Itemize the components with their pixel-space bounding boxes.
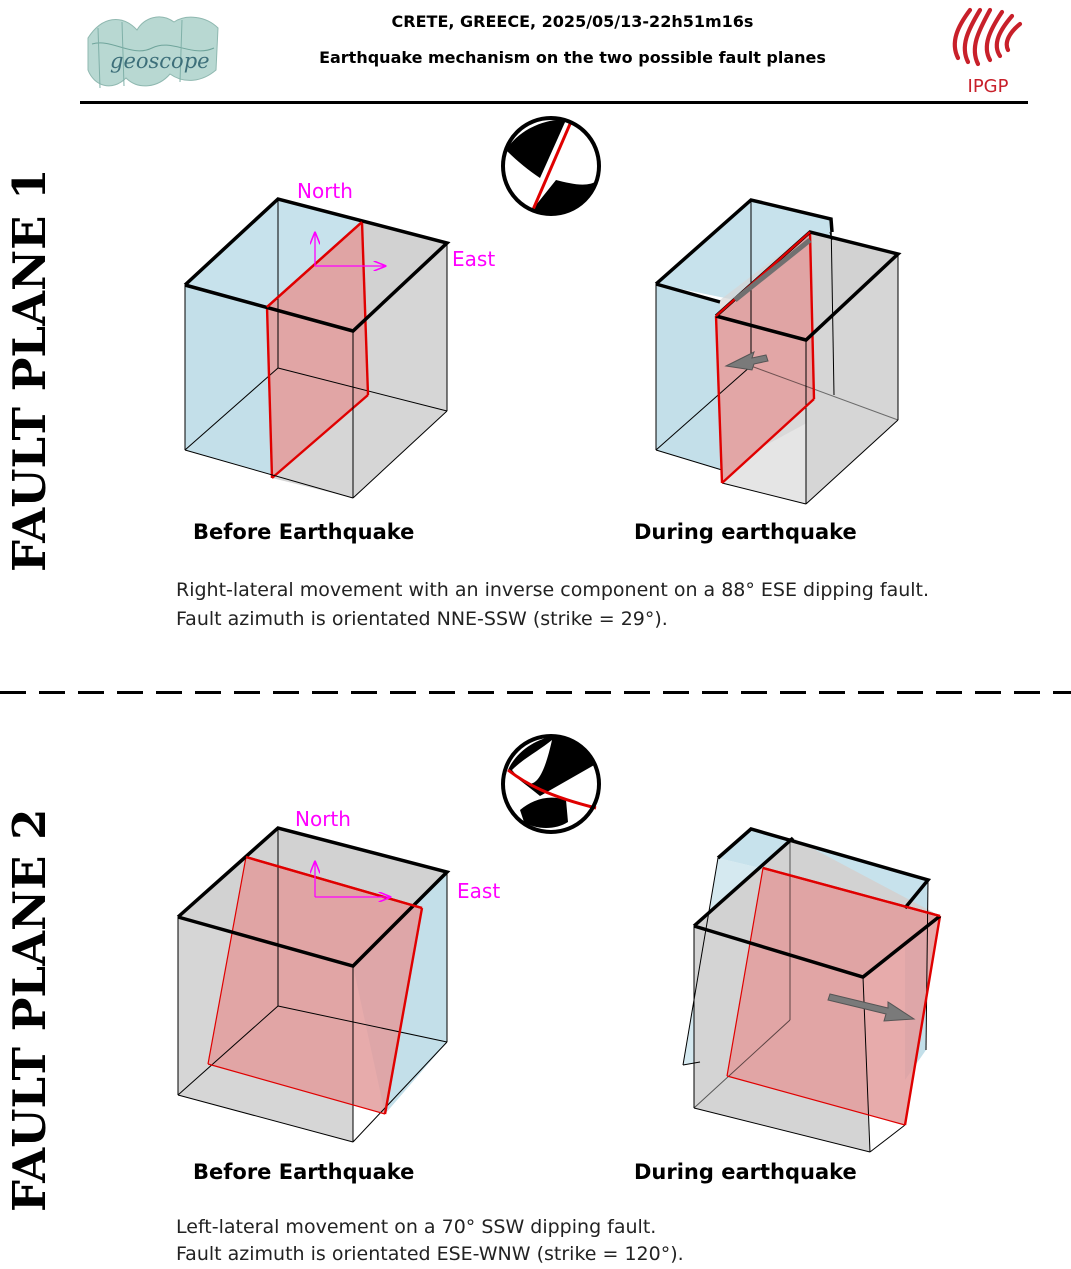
section-divider <box>0 691 1071 694</box>
slip-arrow-plane-1 <box>724 238 812 371</box>
beachball-plane-2 <box>501 734 601 834</box>
east-label: East <box>452 247 495 271</box>
block-before-plane-2 <box>176 826 451 1143</box>
block-before-plane-1 <box>183 197 451 499</box>
fault-plane-2-description-line2: Fault azimuth is orientated ESE-WNW (str… <box>176 1243 684 1265</box>
block-during-plane-2 <box>682 827 942 1153</box>
ipgp-logo: IPGP <box>952 7 1023 97</box>
ipgp-logo-text: IPGP <box>968 76 1009 97</box>
before-earthquake-caption-2: Before Earthquake <box>193 1160 415 1184</box>
slip-arrow-plane-2 <box>827 993 916 1022</box>
during-earthquake-caption-2: During earthquake <box>634 1160 857 1184</box>
page-title: CRETE, GREECE, 2025/05/13-22h51m16s <box>391 12 754 31</box>
page-subtitle: Earthquake mechanism on the two possible… <box>319 48 826 67</box>
compass-plane-1: North East <box>297 179 495 271</box>
beachball-plane-1 <box>501 116 601 216</box>
north-label: North <box>297 179 353 203</box>
fault-plane-2-description-line1: Left-lateral movement on a 70° SSW dippi… <box>176 1216 657 1238</box>
during-earthquake-caption-1: During earthquake <box>634 520 857 544</box>
block-during-plane-1 <box>654 198 902 505</box>
compass-plane-2: North East <box>295 807 500 903</box>
geoscope-logo-text: geoscope <box>110 49 210 73</box>
header-rule <box>80 101 1028 104</box>
fault-plane-1-description-line1: Right-lateral movement with an inverse c… <box>176 579 930 601</box>
east-label: East <box>457 879 500 903</box>
geoscope-logo: geoscope <box>87 16 219 89</box>
fault-plane-1-description-line2: Fault azimuth is orientated NNE-SSW (str… <box>176 608 668 630</box>
fault-plane-surface <box>208 857 422 1114</box>
north-label: North <box>295 807 351 831</box>
before-earthquake-caption-1: Before Earthquake <box>193 520 415 544</box>
